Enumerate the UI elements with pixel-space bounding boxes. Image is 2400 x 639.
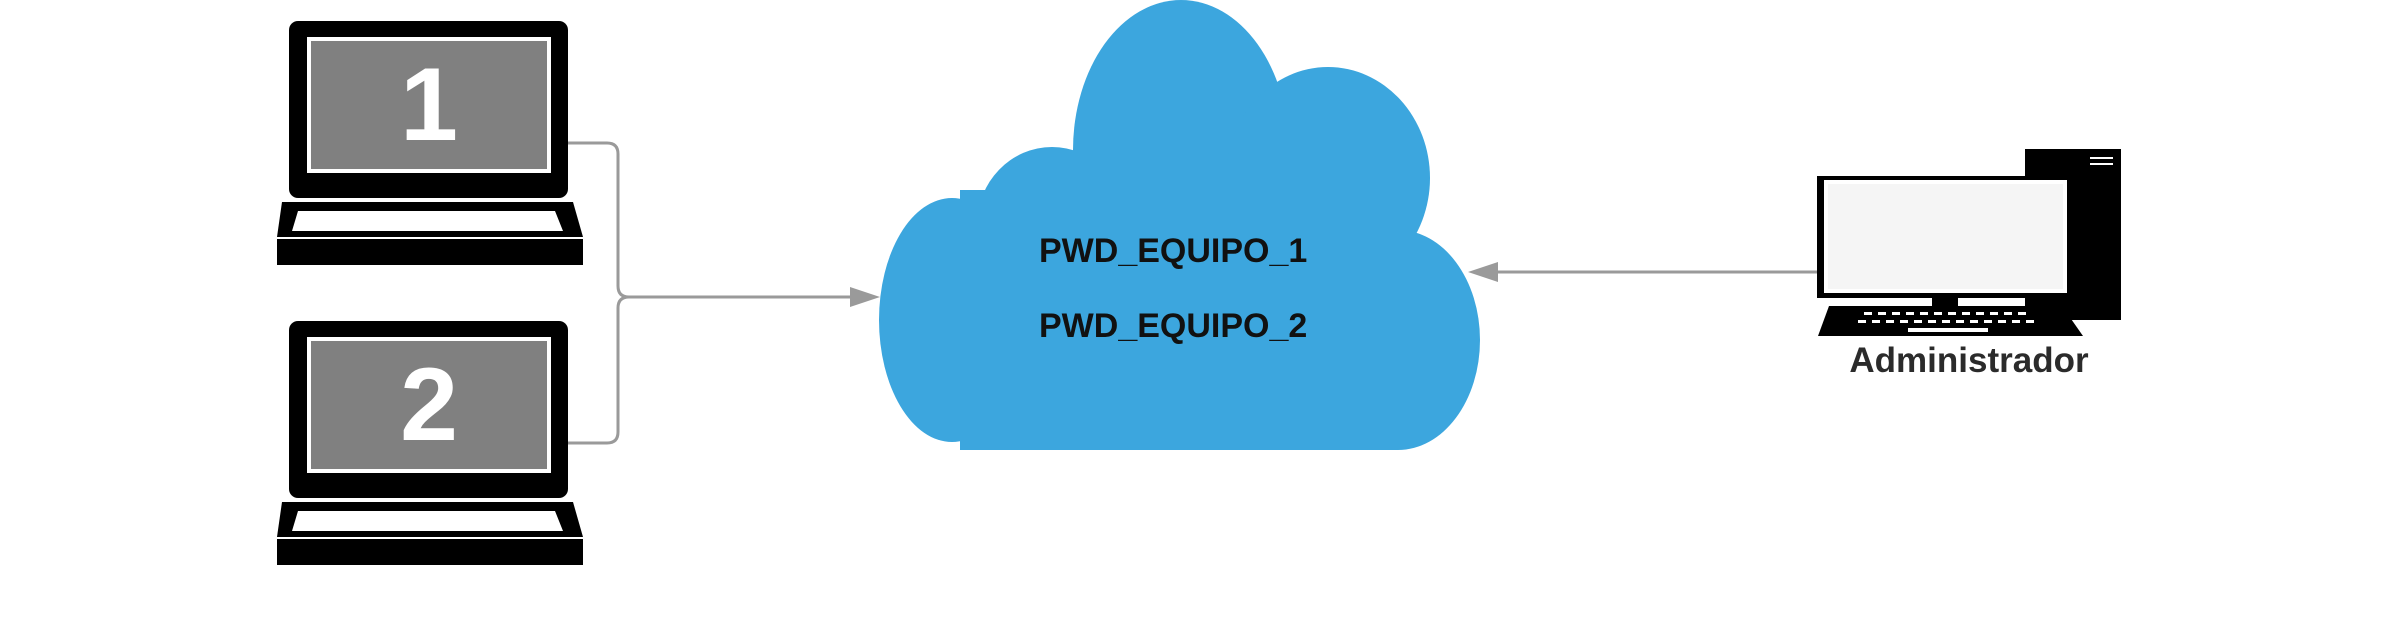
monitor-stand <box>1932 296 1958 306</box>
admin-computer <box>1817 149 2121 336</box>
laptop-number: 2 <box>400 347 458 463</box>
cloud-line-2: PWD_EQUIPO_2 <box>1039 307 1307 345</box>
laptop-screen <box>311 341 547 469</box>
connector-laptop-2 <box>568 295 630 445</box>
arrowhead-from-admin <box>1468 262 1498 282</box>
laptop-screen <box>311 41 547 169</box>
cloud-line-1: PWD_EQUIPO_1 <box>1039 232 1307 270</box>
arrowhead-to-cloud <box>850 287 880 307</box>
laptops-to-cloud-connector <box>568 141 850 445</box>
cloud <box>879 0 1480 450</box>
laptop-2: 2 <box>277 321 583 565</box>
cloud-body <box>960 190 1398 450</box>
laptop-keyboard <box>292 511 563 531</box>
admin-label: Administrador <box>1849 341 2089 380</box>
laptop-number: 1 <box>400 47 458 163</box>
connector-laptop-1 <box>568 141 850 299</box>
keyboard-keys <box>1858 312 2034 332</box>
laptop-1: 1 <box>277 21 583 265</box>
monitor-screen <box>1828 184 2063 289</box>
laptop-keyboard <box>292 211 563 231</box>
